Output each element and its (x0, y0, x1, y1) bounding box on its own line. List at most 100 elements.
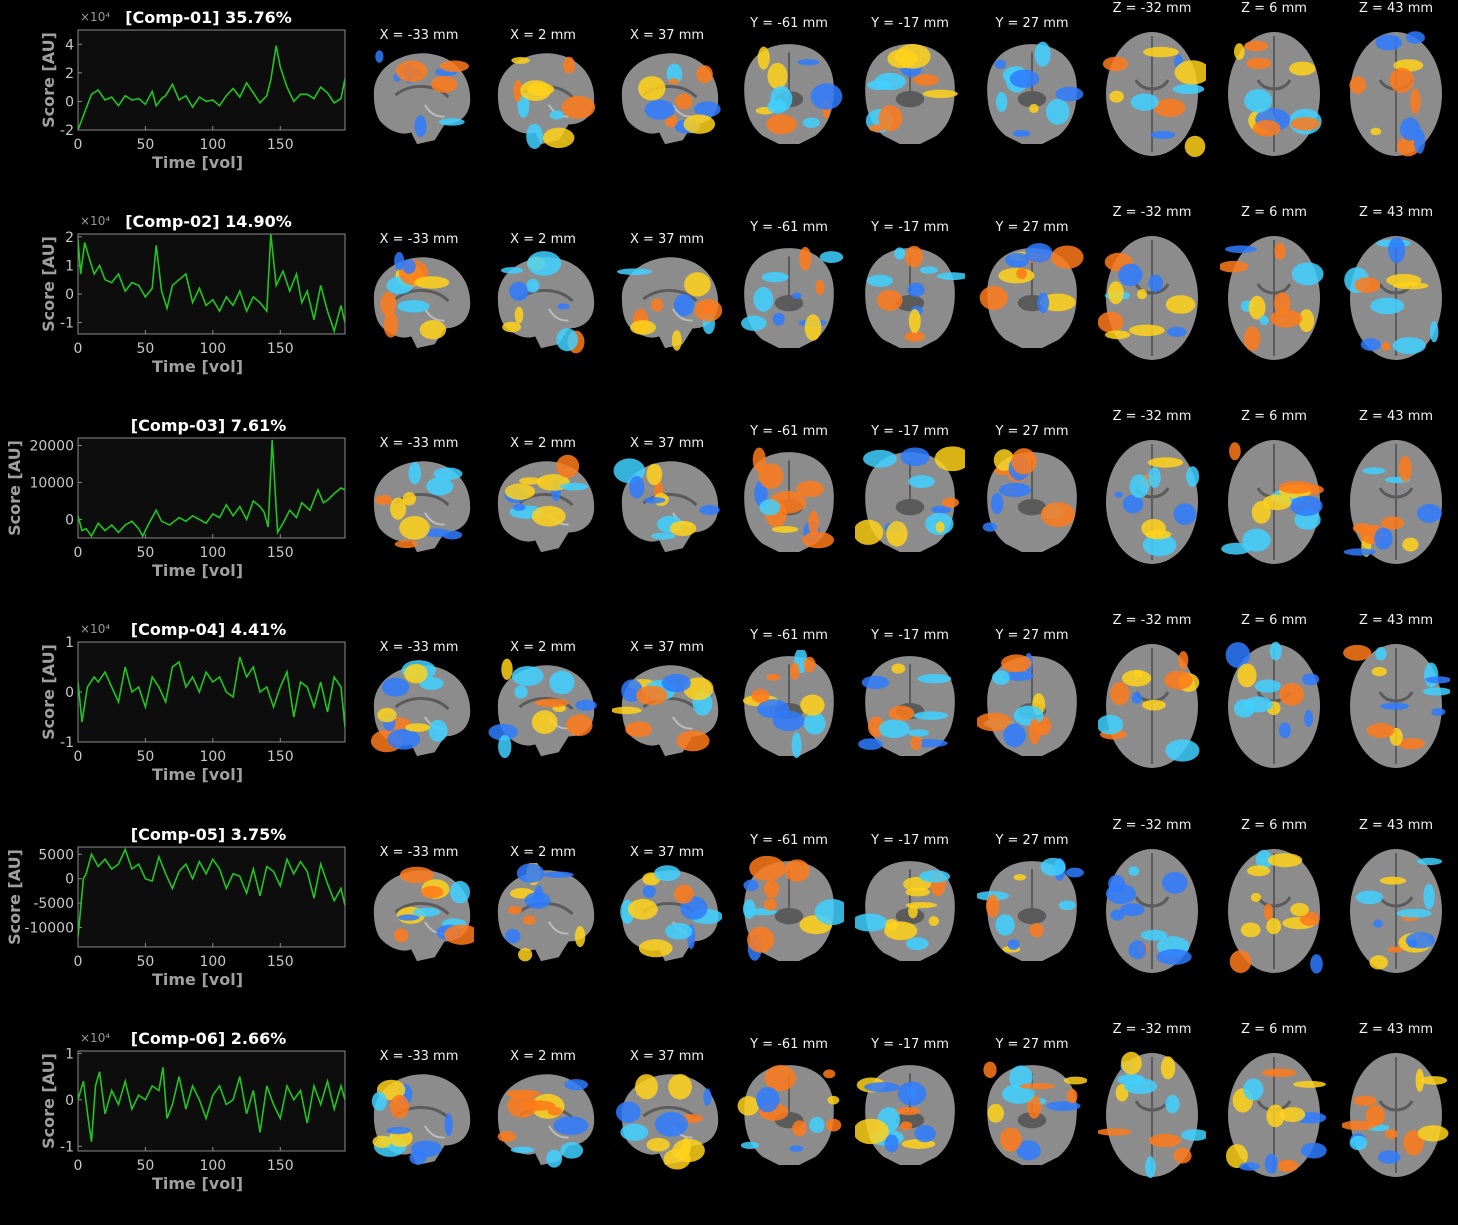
chart-title: [Comp-01] 35.76% (125, 8, 292, 27)
x-tick-label: 0 (74, 1158, 83, 1174)
x-tick-label: 150 (267, 545, 294, 561)
x-tick-label: 50 (137, 545, 155, 561)
coronal-slice (855, 861, 955, 961)
exponent-label: ×10⁴ (80, 214, 110, 228)
slice-coordinate-label: Z = 6 mm (1241, 1022, 1307, 1037)
x-tick-label: 150 (267, 1158, 294, 1174)
x-tick-label: 100 (199, 341, 226, 357)
y-tick-label: 20000 (29, 438, 74, 454)
x-axis-label: Time [vol] (152, 1174, 243, 1193)
x-tick-label: 50 (137, 954, 155, 970)
slice-coordinate-label: X = -33 mm (379, 232, 459, 247)
x-tick-label: 50 (137, 137, 155, 153)
slice-coordinate-label: X = 37 mm (629, 1049, 705, 1064)
y-tick-label: -1 (60, 1139, 74, 1155)
x-axis-label: Time [vol] (152, 561, 243, 580)
y-tick-label: 0 (65, 287, 74, 303)
x-axis-label: Time [vol] (152, 765, 243, 784)
coronal-slice (742, 855, 844, 961)
x-tick-label: 150 (267, 749, 294, 765)
coronal-slice (865, 44, 958, 144)
coronal-slice (865, 245, 965, 348)
axes-frame (77, 437, 346, 539)
series-line (78, 45, 345, 130)
slice-coordinate-label: Z = 43 mm (1358, 1, 1434, 16)
slice-coordinate-label: Y = -17 mm (871, 833, 949, 848)
y-tick-label: 0 (65, 872, 74, 888)
slice-coordinate-label: Z = -32 mm (1112, 1, 1192, 16)
slice-coordinate-label: Z = 6 mm (1241, 409, 1307, 424)
axial-slice (1344, 236, 1442, 360)
axial-slice (1098, 236, 1198, 360)
slice-coordinate-label: Y = -17 mm (871, 424, 949, 439)
x-tick-label: 100 (199, 954, 226, 970)
slice-coordinate-label: X = -33 mm (379, 28, 459, 43)
series-line (78, 656, 345, 728)
slice-coordinate-label: Z = 6 mm (1241, 1, 1307, 16)
slice-coordinate-label: Z = 43 mm (1358, 1022, 1434, 1037)
slice-coordinate-label: Y = 27 mm (995, 220, 1069, 235)
coronal-slice (744, 44, 843, 144)
x-tick-label: 50 (137, 749, 155, 765)
sagittal-slice (373, 251, 471, 349)
y-tick-label: -10000 (24, 920, 74, 936)
sagittal-slice (373, 50, 471, 145)
slice-coordinate-label: Z = 43 mm (1358, 409, 1434, 424)
series-line (78, 1067, 345, 1142)
y-tick-label: -2 (60, 123, 74, 139)
y-tick-label: 0 (65, 94, 74, 110)
slice-coordinate-label: X = 37 mm (629, 845, 705, 860)
axial-slice (1228, 849, 1323, 974)
exponent-label: ×10⁴ (80, 1031, 110, 1045)
sagittal-slice (497, 53, 596, 150)
slice-coordinate-label: Y = -61 mm (750, 220, 828, 235)
slice-coordinate-label: Z = -32 mm (1112, 613, 1192, 628)
slice-coordinate-label: Y = -61 mm (750, 424, 828, 439)
sagittal-slice (497, 251, 595, 354)
x-tick-label: 0 (74, 749, 83, 765)
sagittal-slice (620, 865, 722, 962)
coronal-slice (987, 41, 1084, 144)
sagittal-slice (373, 461, 471, 553)
axial-slice (1220, 236, 1324, 360)
x-tick-label: 100 (199, 137, 226, 153)
slice-coordinate-label: Y = -17 mm (871, 1037, 949, 1052)
y-tick-label: 5000 (38, 847, 74, 863)
slice-coordinate-label: Y = 27 mm (995, 424, 1069, 439)
coronal-slice (858, 656, 955, 756)
axial-slice (1226, 1053, 1327, 1177)
series-line (78, 847, 345, 938)
sagittal-slice (612, 665, 719, 757)
y-axis-label: Score [AU] (5, 440, 24, 536)
coronal-slice (744, 447, 835, 552)
series-line (78, 439, 345, 538)
y-tick-label: 1 (65, 635, 74, 651)
x-axis-label: Time [vol] (152, 153, 243, 172)
sagittal-slice (373, 866, 474, 962)
axial-slice (1350, 849, 1443, 973)
slice-coordinate-label: Y = -61 mm (750, 833, 828, 848)
slice-coordinate-label: Z = 43 mm (1358, 818, 1434, 833)
y-tick-label: 0 (65, 512, 74, 528)
axial-slice (1342, 1053, 1449, 1177)
sagittal-slice (497, 1074, 595, 1168)
sagittal-slice (371, 1074, 471, 1166)
sagittal-slice (615, 1073, 719, 1170)
y-tick-label: -1 (60, 735, 74, 751)
slice-coordinate-label: Z = -32 mm (1112, 818, 1192, 833)
axial-slice (1105, 849, 1198, 973)
y-axis-label: Score [AU] (39, 1053, 58, 1149)
x-tick-label: 0 (74, 137, 83, 153)
slice-coordinate-label: X = 37 mm (629, 436, 705, 451)
chart-title: [Comp-03] 7.61% (131, 416, 286, 435)
